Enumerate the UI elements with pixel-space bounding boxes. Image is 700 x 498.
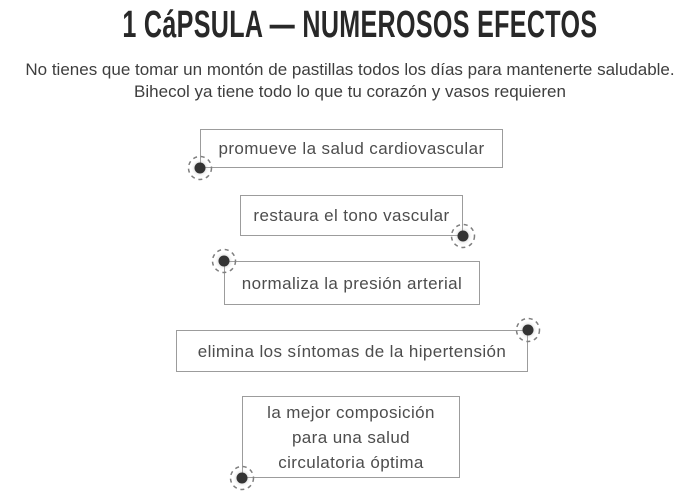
subtitle-line-2: Bihecol ya tiene todo lo que tu corazón … [134, 82, 566, 101]
dot-marker-icon [209, 246, 239, 276]
subtitle-line-1: No tienes que tomar un montón de pastill… [25, 60, 675, 79]
effect-box-hipertension: elimina los síntomas de la hipertensión [176, 330, 528, 372]
effect-label: restaura el tono vascular [253, 206, 450, 225]
effect-box-tono-vascular: restaura el tono vascular [240, 195, 463, 236]
dot-marker-icon [227, 463, 257, 493]
effect-label: la mejor composición para una salud circ… [267, 402, 435, 472]
dot-marker-icon [185, 153, 215, 183]
effect-box-cardiovascular: promueve la salud cardiovascular [200, 129, 503, 168]
effect-label: elimina los síntomas de la hipertensión [197, 341, 507, 361]
section-subtitle: No tienes que tomar un montón de pastill… [0, 59, 700, 103]
section-title: 1 CáPSULA — NUMEROSOS EFECTOS [0, 4, 700, 47]
section-title-text: 1 CáPSULA — NUMEROSOS EFECTOS [122, 4, 598, 46]
dot-marker-icon [513, 315, 543, 345]
effect-label: normaliza la presión arterial [241, 273, 463, 293]
effect-box-composicion: la mejor composición para una salud circ… [242, 396, 460, 478]
dot-marker-icon [448, 221, 478, 251]
effect-label: promueve la salud cardiovascular [218, 139, 485, 158]
effect-box-presion-arterial: normaliza la presión arterial [224, 261, 480, 305]
